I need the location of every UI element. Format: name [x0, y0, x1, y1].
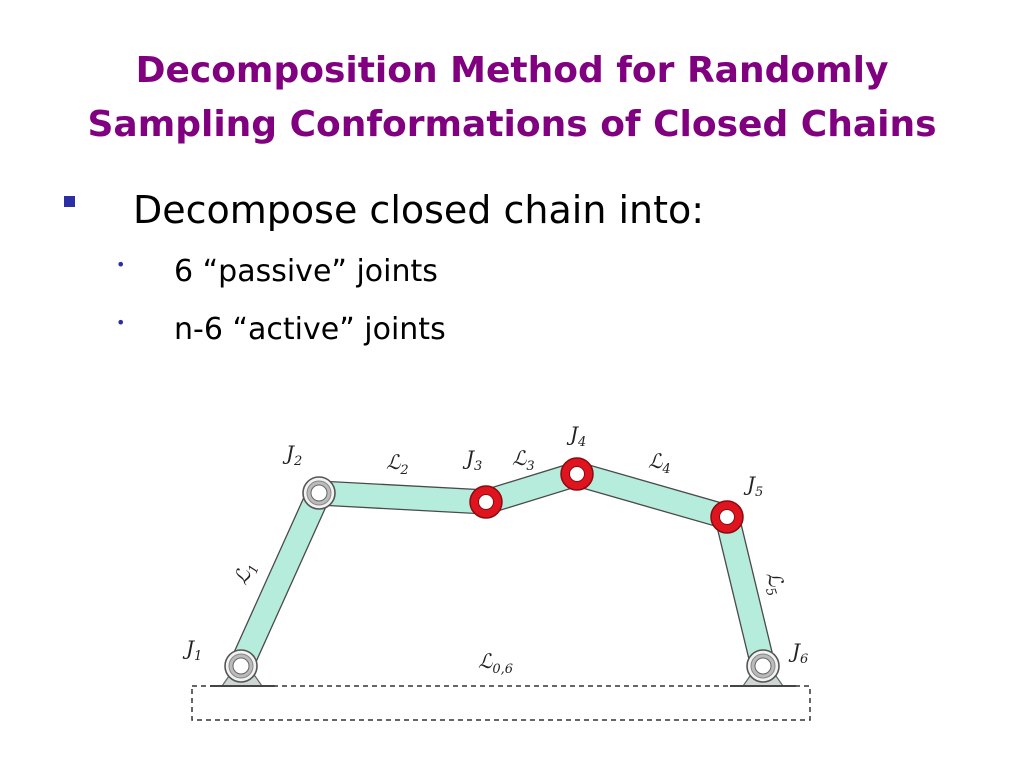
- link-2: [317, 480, 488, 515]
- joints-group: [224, 457, 780, 683]
- main-bullet-text: Decompose closed chain into:: [133, 188, 705, 232]
- square-bullet-icon: [64, 195, 75, 207]
- joint-j1-passive: [224, 649, 258, 683]
- joint-j6-passive: [746, 649, 780, 683]
- label-j5: J5: [743, 472, 763, 500]
- label-j2: J2: [282, 441, 302, 469]
- joint-j3-active: [469, 485, 503, 519]
- label-link-5: ℒ5: [757, 568, 791, 598]
- main-bullet: Decompose closed chain into:: [64, 188, 704, 232]
- label-j4: J4: [566, 422, 586, 450]
- sub-bullet-active: • n-6 “active” joints: [116, 312, 446, 347]
- label-link-2: ℒ2: [386, 450, 409, 478]
- label-j6: J6: [788, 639, 808, 667]
- slide-title: Decomposition Method for Randomly Sampli…: [0, 44, 1024, 152]
- dot-bullet-icon: •: [116, 255, 126, 274]
- joint-j4-active: [560, 457, 594, 491]
- label-link-1: ℒ1: [228, 558, 262, 590]
- dot-bullet-icon: •: [116, 313, 126, 332]
- label-j3: J3: [462, 446, 482, 474]
- links-group: [229, 461, 776, 672]
- joint-j2-passive: [302, 476, 336, 510]
- ground-base: [191, 685, 811, 721]
- label-j1: J1: [182, 636, 202, 664]
- sub-bullet-text: 6 “passive” joints: [174, 254, 438, 289]
- label-link-3: ℒ3: [512, 446, 535, 474]
- sub-bullet-text: n-6 “active” joints: [174, 312, 446, 347]
- title-line-1: Decomposition Method for Randomly: [135, 50, 889, 91]
- label-base-link: ℒ0,6: [478, 649, 513, 677]
- label-link-4: ℒ4: [648, 449, 671, 477]
- joint-j5-active: [710, 500, 744, 534]
- sub-bullet-passive: • 6 “passive” joints: [116, 254, 438, 289]
- title-line-2: Sampling Conformations of Closed Chains: [87, 104, 937, 145]
